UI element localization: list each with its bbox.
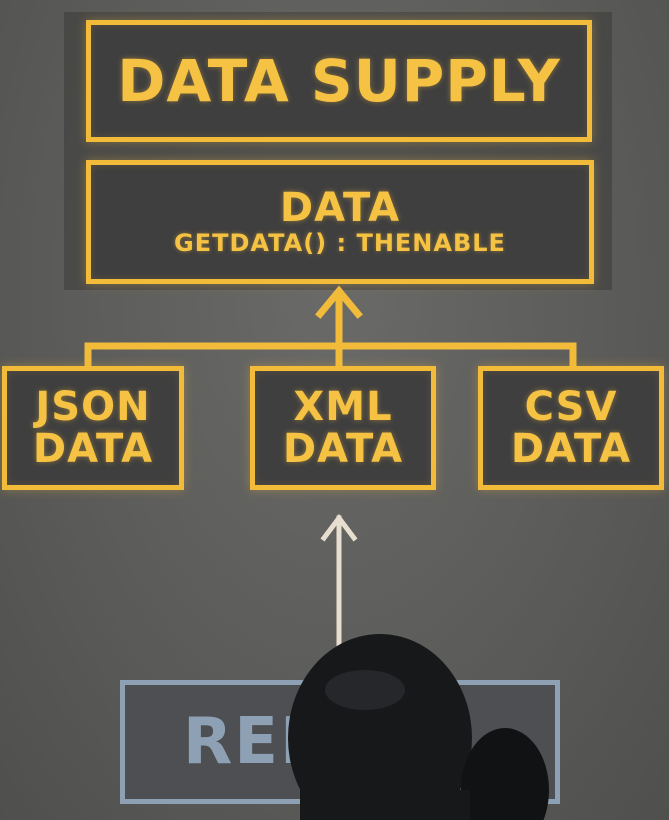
usage-arrow xyxy=(320,513,358,663)
presenter-hair-highlight xyxy=(325,670,405,710)
usage-arrowhead xyxy=(320,513,358,542)
data-supply-label: DATA SUPPLY xyxy=(117,47,561,115)
xml-data-box: XML DATA xyxy=(250,366,436,490)
json-data-line1: JSON xyxy=(35,384,151,430)
presenter-shoulder xyxy=(461,728,549,820)
interface-name: DATA xyxy=(279,184,401,231)
interface-method: GETDATA() : THENABLE xyxy=(174,228,506,257)
json-data-box: JSON DATA xyxy=(2,366,184,490)
data-supply-box: DATA SUPPLY xyxy=(86,20,592,142)
xml-data-line1: XML xyxy=(293,384,393,430)
csv-data-line2: DATA xyxy=(510,426,632,472)
data-interface-box: DATA GETDATA() : THENABLE xyxy=(86,160,594,284)
inheritance-arrowhead xyxy=(315,285,363,319)
inheritance-connector xyxy=(84,285,577,372)
presenter-neck xyxy=(300,790,470,820)
xml-data-line2: DATA xyxy=(282,426,404,472)
csv-data-line1: CSV xyxy=(524,384,618,430)
csv-data-box: CSV DATA xyxy=(478,366,664,490)
json-data-line2: DATA xyxy=(32,426,154,472)
